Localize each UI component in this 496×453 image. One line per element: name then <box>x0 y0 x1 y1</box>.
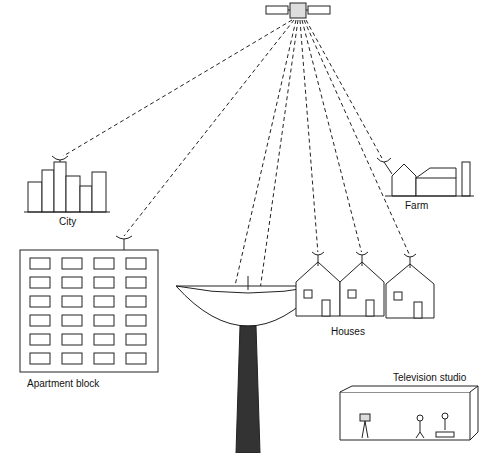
television-studio <box>340 386 478 440</box>
farm <box>377 158 474 196</box>
apartment-label: Apartment block <box>26 378 100 390</box>
apartment-block <box>20 236 158 372</box>
city <box>24 156 110 212</box>
houses-label: Houses <box>330 326 366 338</box>
houses <box>296 252 434 318</box>
satellite <box>266 3 330 18</box>
city-label: City <box>58 216 77 228</box>
farm-label: Farm <box>404 200 429 212</box>
studio-label: Television studio <box>392 372 467 384</box>
